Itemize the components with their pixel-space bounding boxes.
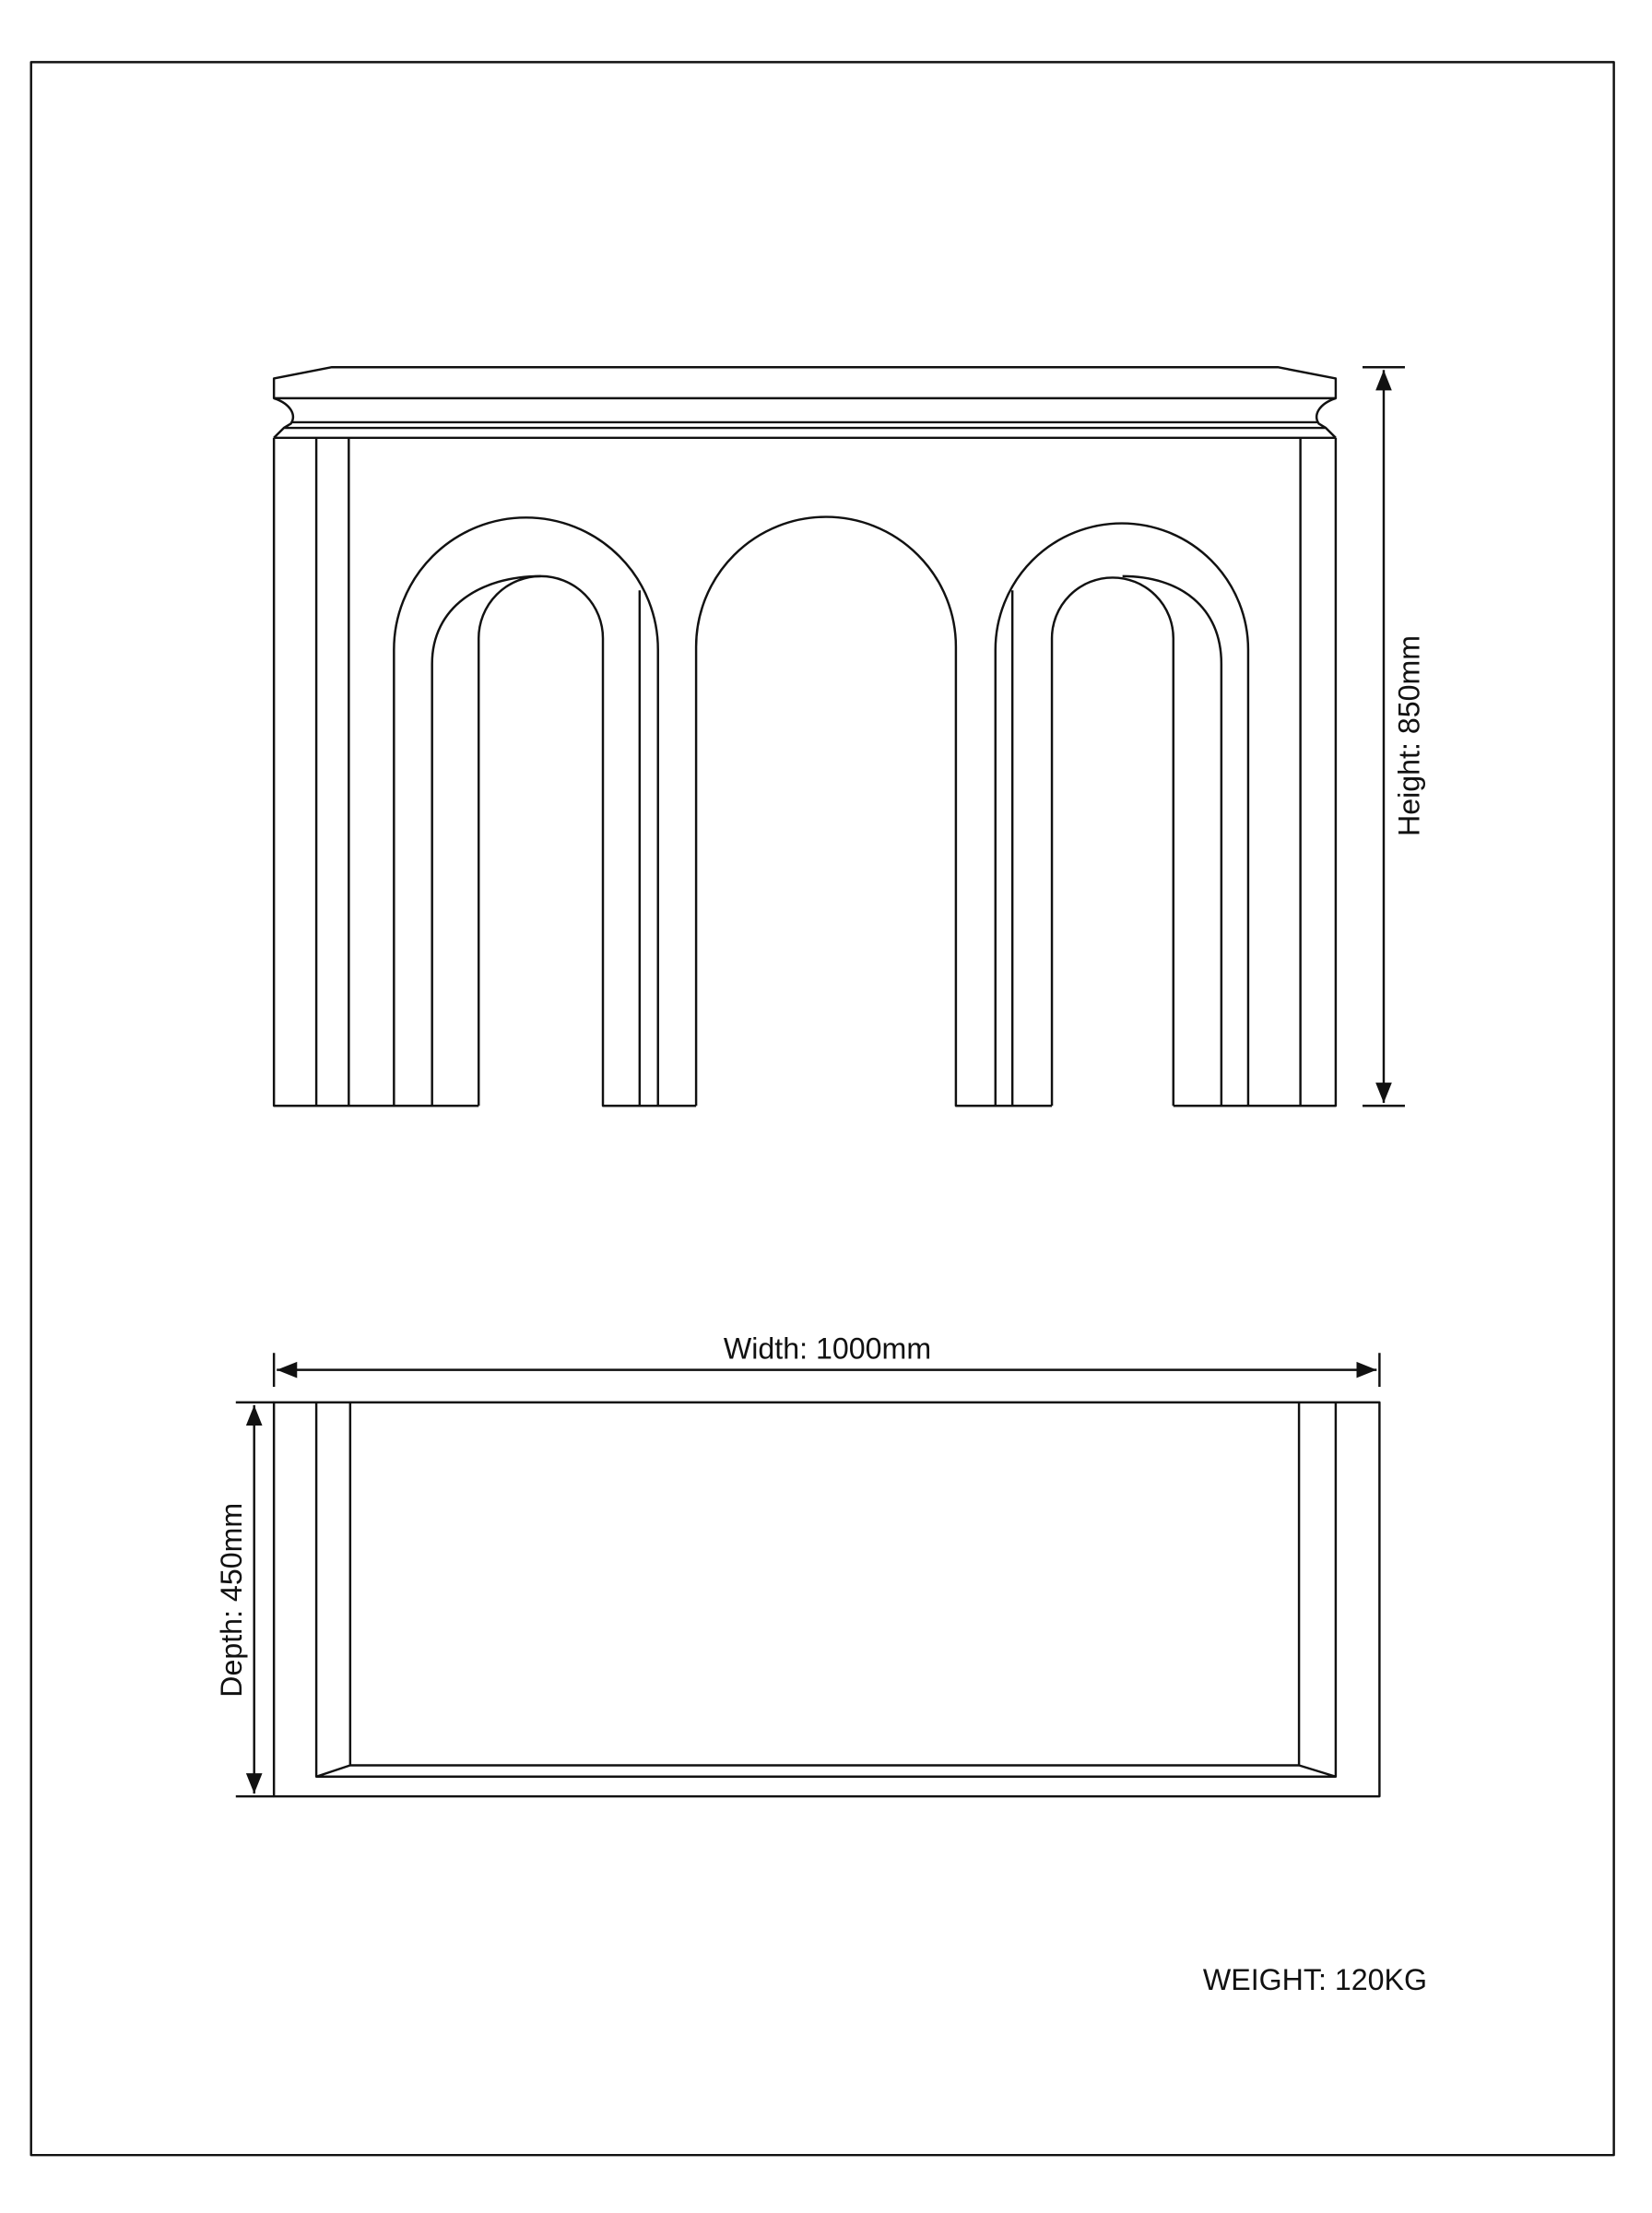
left-leg	[272, 437, 479, 1107]
width-label: Width: 1000mm	[724, 1331, 931, 1365]
tabletop-slab	[272, 365, 1338, 400]
sheet-border	[30, 61, 1615, 2157]
width-dimension: Width: 1000mm	[272, 1331, 1381, 1388]
left-arch-inner	[478, 574, 697, 1107]
top-inner-frame	[314, 1402, 1338, 1778]
left-arch-reveal	[431, 574, 642, 1106]
weight-label: WEIGHT: 120KG	[1203, 1963, 1427, 1996]
top-view	[272, 1401, 1381, 1798]
middle-arch	[694, 515, 1053, 1107]
cove-molding	[273, 396, 1337, 439]
top-outer	[272, 1401, 1381, 1798]
depth-dimension: Depth: 450mm	[215, 1401, 275, 1798]
height-label: Height: 850mm	[1392, 635, 1425, 836]
right-arch-reveal	[1010, 574, 1223, 1106]
left-arch-outer	[393, 516, 659, 1106]
right-leg	[1173, 437, 1338, 1107]
height-dimension: Height: 850mm	[1363, 365, 1425, 1107]
depth-label: Depth: 450mm	[215, 1503, 248, 1698]
right-arch-outer	[994, 522, 1250, 1106]
front-view	[272, 365, 1338, 1107]
right-arch-inner	[1050, 576, 1174, 1106]
